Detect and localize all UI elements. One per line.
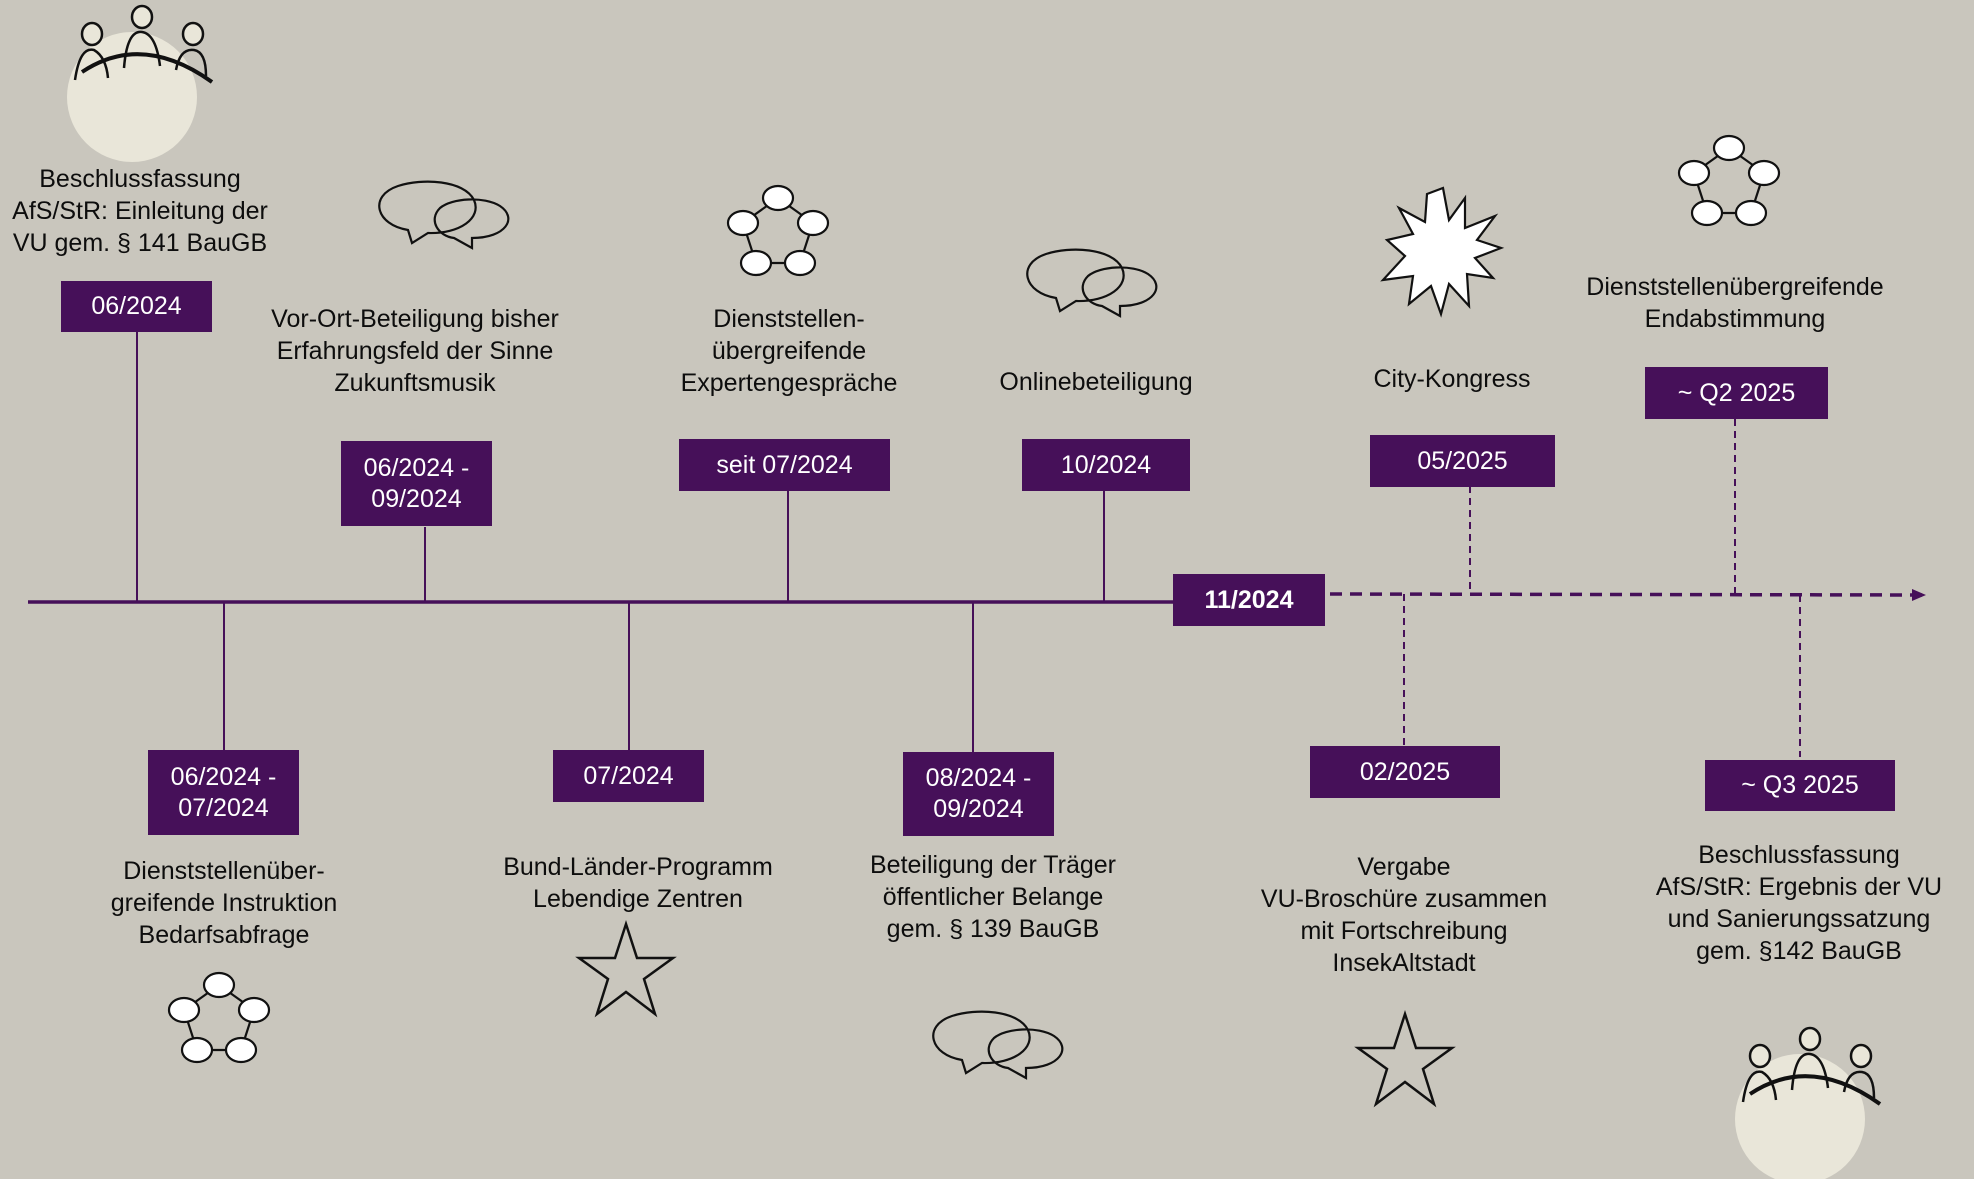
starburst-icon — [1381, 186, 1503, 316]
star-icon — [577, 922, 675, 1016]
date-label-06-07-2024: 06/2024 - 07/2024 — [148, 750, 299, 835]
speech-bubbles-icon — [378, 180, 510, 250]
network-circle-icon — [1677, 134, 1781, 227]
speech-bubbles-icon — [1026, 248, 1158, 318]
network-circle-icon — [726, 184, 830, 277]
event-label-08-09-2024: Beteiligung der Träger öffentlicher Bela… — [870, 851, 1116, 943]
current-date-marker: 11/2024 — [1173, 574, 1325, 626]
date-label-q2-2025: ~ Q2 2025 — [1645, 367, 1828, 419]
date-label-07-2024: 07/2024 — [553, 750, 704, 802]
event-label-seit-07-2024: Dienststellen- übergreifende Expertenges… — [680, 305, 898, 397]
timeline-axis-dashed — [1329, 588, 1926, 601]
network-circle-icon — [167, 971, 271, 1064]
date-label-06-09-2024: 06/2024 - 09/2024 — [341, 441, 492, 526]
event-label-06-09-2024: Vor-Ort-Beteiligung bisher Erfahrungsfel… — [271, 305, 559, 397]
date-label-02-2025: 02/2025 — [1310, 746, 1500, 798]
event-label-05-2025: City-Kongress — [1373, 365, 1531, 393]
date-label-seit-07-2024: seit 07/2024 — [679, 439, 890, 491]
speech-bubbles-icon — [932, 1010, 1064, 1080]
date-label-q3-2025: ~ Q3 2025 — [1705, 760, 1895, 811]
date-label-06-2024: 06/2024 — [61, 281, 212, 332]
people-meeting-icon — [65, 4, 214, 164]
event-label-06-2024: Beschlussfassung AfS/StR: Einleitung der… — [12, 165, 268, 257]
date-label-10-2024: 10/2024 — [1022, 439, 1190, 491]
event-label-q3-2025: Beschlussfassung AfS/StR: Ergebnis der V… — [1655, 841, 1943, 965]
event-label-q2-2025: Dienststellenübergreifende Endabstimmung — [1586, 273, 1884, 333]
event-label-07-2024: Bund-Länder-Programm Lebendige Zentren — [503, 853, 773, 913]
date-label-08-09-2024: 08/2024 - 09/2024 — [903, 752, 1054, 836]
date-label-05-2025: 05/2025 — [1370, 435, 1555, 487]
event-label-10-2024: Onlinebeteiligung — [999, 368, 1193, 396]
star-icon — [1356, 1012, 1454, 1106]
event-label-06-07-2024: Dienststellenüber- greifende Instruktion… — [110, 857, 338, 949]
people-meeting-icon — [1733, 1026, 1882, 1179]
event-label-02-2025: Vergabe VU-Broschüre zusammen mit Fortsc… — [1260, 853, 1548, 977]
